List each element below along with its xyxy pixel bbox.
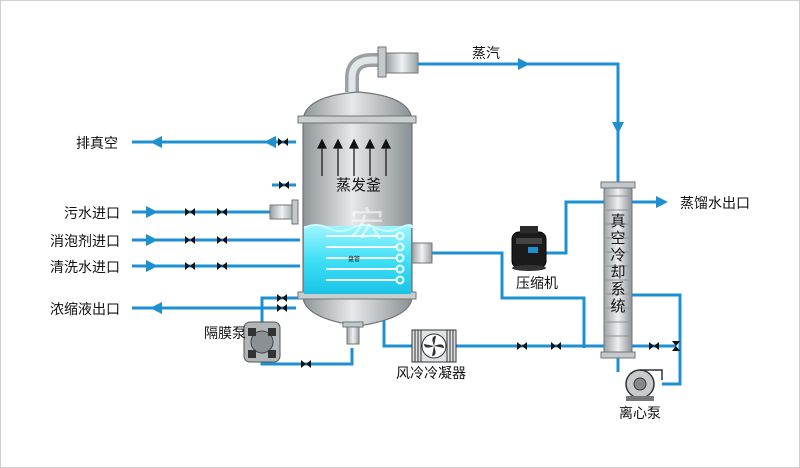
steam-label: 蒸汽 <box>472 46 500 62</box>
vacuum-cooling-column <box>600 181 636 359</box>
flow-arrow <box>612 122 624 134</box>
diaphragm-pump <box>243 321 281 363</box>
valve <box>672 341 680 351</box>
flow-arrow <box>150 136 162 148</box>
flow-arrow <box>264 136 276 148</box>
diaphragm-pump-label: 隔膜泵 <box>204 326 246 342</box>
flow-arrows <box>146 58 668 314</box>
flow-arrow <box>146 260 158 272</box>
coil-outlet-pipe <box>430 251 586 348</box>
valve <box>277 304 287 312</box>
valve <box>217 236 227 244</box>
compressor <box>511 226 547 271</box>
centrifugal-pump <box>625 369 663 401</box>
vacuum-exhaust-label: 排真空 <box>76 136 118 152</box>
valve <box>185 208 195 216</box>
valve <box>277 294 287 302</box>
column-loop-pipe <box>632 293 682 386</box>
defoamer-inlet-label: 消泡剂进口 <box>50 234 120 250</box>
flow-arrow <box>146 206 158 218</box>
valve <box>278 138 288 146</box>
watermark: 宏 <box>350 205 384 245</box>
labels: 蒸汽 排真空 污水进口 消泡剂进口 清洗水进口 浓缩液出口 蒸发釜 盘管 隔膜泵… <box>50 46 750 422</box>
concentrate-outlet-label: 浓缩液出口 <box>50 302 120 318</box>
distillate-outlet-label: 蒸馏水出口 <box>680 196 750 212</box>
compressor-label: 压缩机 <box>516 276 558 292</box>
centrifugal-pump-label: 离心泵 <box>619 405 661 422</box>
valve <box>217 208 227 216</box>
air-cooled-condenser <box>411 329 457 363</box>
valve <box>217 262 227 270</box>
valve <box>279 181 289 189</box>
flow-arrow <box>146 234 158 246</box>
valve <box>551 342 561 350</box>
air-cooled-condenser-label: 风冷冷凝器 <box>396 366 466 382</box>
vapor-arrows <box>317 138 391 176</box>
wash-water-inlet-label: 清洗水进口 <box>50 260 120 276</box>
evaporator-label: 蒸发釜 <box>336 176 381 194</box>
valve <box>185 236 195 244</box>
valve <box>649 342 659 350</box>
valve <box>301 360 311 368</box>
valve <box>185 262 195 270</box>
valves <box>185 138 680 368</box>
flow-arrow <box>656 196 668 208</box>
steam-pipe <box>418 62 620 186</box>
flow-arrow <box>150 302 162 314</box>
compressor-pipe <box>540 200 608 255</box>
evaporator-vessel <box>269 46 433 345</box>
pump-discharge-pipe <box>260 296 300 330</box>
valve <box>517 342 527 350</box>
vacuum-cooling-system-label: 真空冷却系统 <box>610 212 625 315</box>
vacuum-cooling-system-text: 真空冷却系统 <box>610 212 625 315</box>
flow-arrow <box>518 58 530 70</box>
wastewater-inlet-label: 污水进口 <box>64 206 120 222</box>
coil-label: 盘管 <box>348 255 360 263</box>
